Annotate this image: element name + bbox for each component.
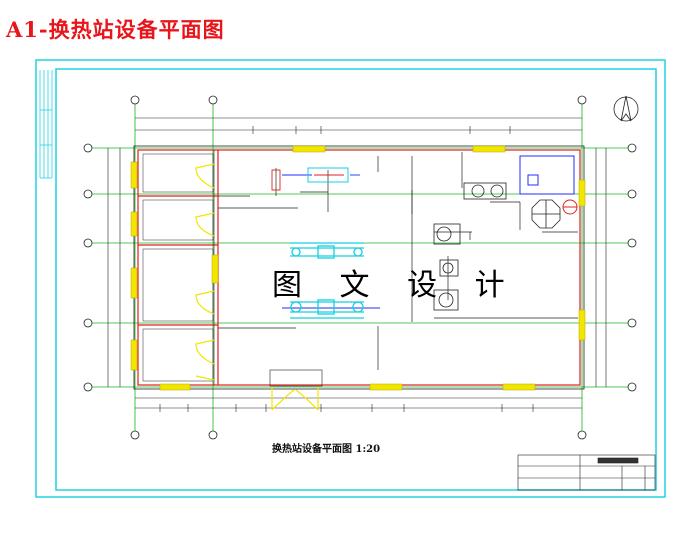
water-tank: [519, 155, 575, 195]
heat-exchanger-upper: [290, 242, 364, 259]
drawing-caption: 换热站设备平面图 1:20: [272, 444, 381, 455]
windows: [130, 145, 586, 391]
page-title: A1-换热站设备平面图: [6, 17, 225, 42]
filter-unit: [271, 169, 281, 191]
process-piping: [218, 152, 578, 370]
blue-pipe: [282, 174, 380, 309]
binding-strip: [39, 70, 53, 179]
watermark-text: 图 文 设 计: [272, 268, 519, 303]
inner-frame: [55, 68, 657, 491]
entrance-step: [269, 369, 323, 387]
circulation-pumps: [433, 182, 507, 311]
dimension-lines: [107, 117, 607, 412]
salt-tank: [562, 199, 578, 215]
heat-exchanger-lower: [290, 299, 364, 319]
water-softener: [531, 199, 561, 229]
title-block: [517, 454, 656, 491]
axis-bubbles: [83, 95, 637, 440]
north-arrow-icon: [613, 95, 639, 122]
doors: [195, 163, 319, 411]
outer-frame: [35, 59, 666, 498]
small-exchanger: [307, 167, 349, 183]
